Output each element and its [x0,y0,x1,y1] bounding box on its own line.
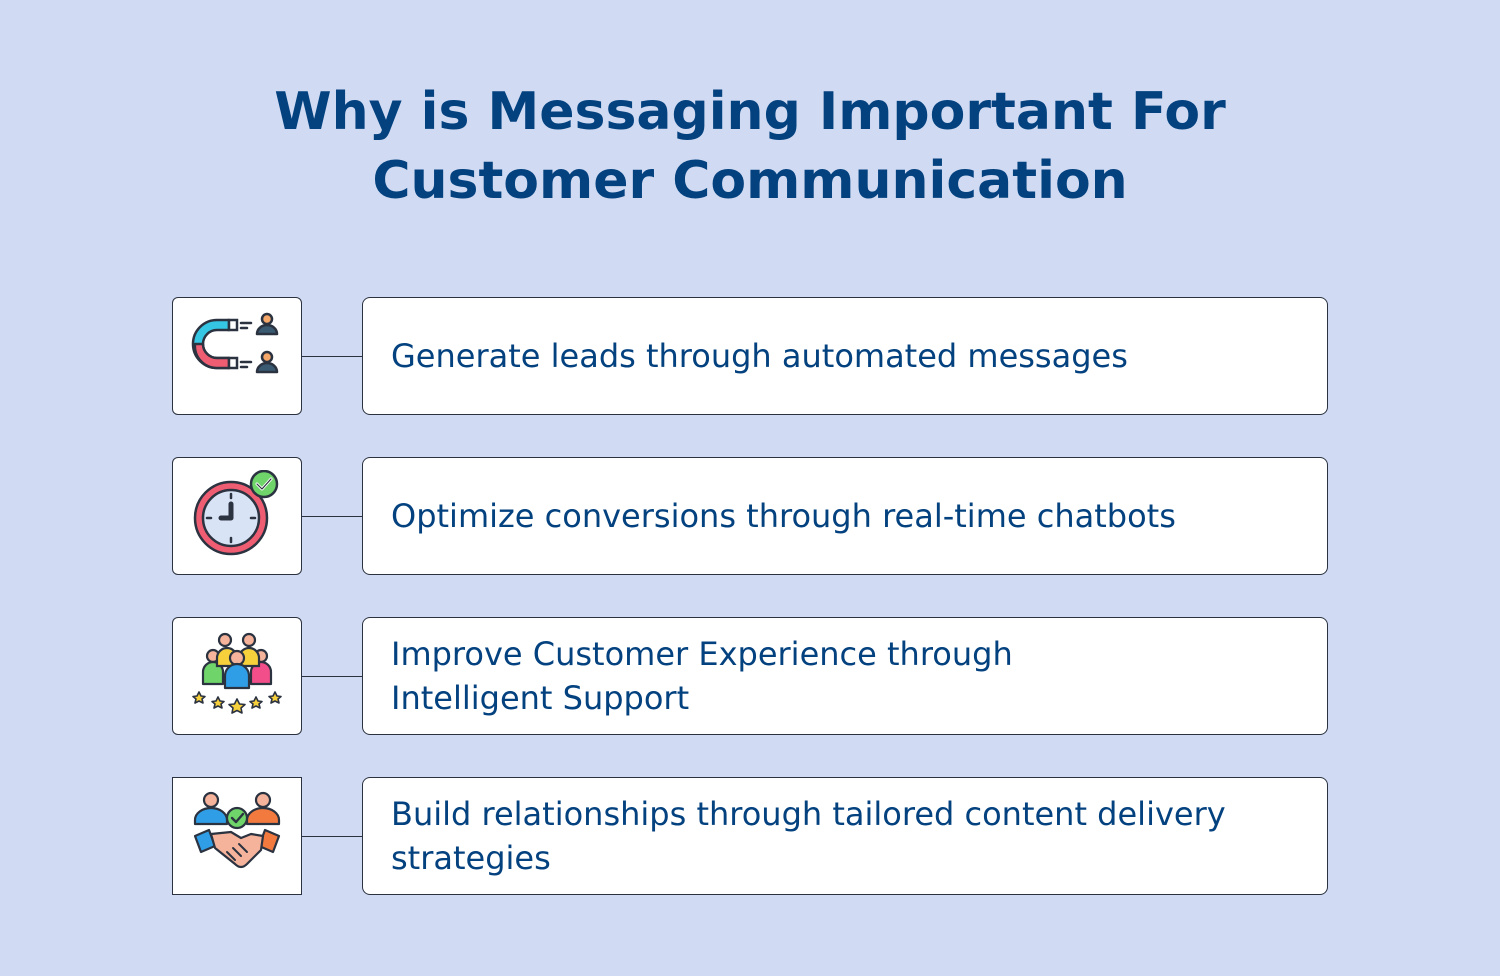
text-card: Improve Customer Experience through Inte… [362,617,1328,735]
icon-card [172,777,302,895]
connector-line [302,836,362,837]
magnet-leads-icon [191,312,279,374]
page-title: Why is Messaging Important For Customer … [0,78,1500,216]
item-text: Improve Customer Experience through Inte… [391,635,1013,717]
text-card: Generate leads through automated message… [362,297,1328,415]
connector-line [302,356,362,357]
connector-line [302,516,362,517]
clock-check-icon [193,470,279,556]
icon-card [172,297,302,415]
list-item-generate-leads: Generate leads through automated message… [172,297,1328,416]
item-text: Optimize conversions through real-time c… [391,497,1176,535]
title-line-2: Customer Communication [372,151,1128,211]
item-text: Generate leads through automated message… [391,337,1128,375]
title-line-1: Why is Messaging Important For [274,82,1226,142]
text-card: Build relationships through tailored con… [362,777,1328,895]
list-item-optimize-conversions: Optimize conversions through real-time c… [172,457,1328,576]
handshake-icon [193,791,281,869]
item-text: Build relationships through tailored con… [391,795,1226,877]
text-card: Optimize conversions through real-time c… [362,457,1328,575]
icon-card [172,617,302,735]
icon-card [172,457,302,575]
connector-line [302,676,362,677]
group-rating-icon [192,632,282,714]
list-item-improve-experience: Improve Customer Experience through Inte… [172,617,1328,736]
list-item-build-relationships: Build relationships through tailored con… [172,777,1328,896]
